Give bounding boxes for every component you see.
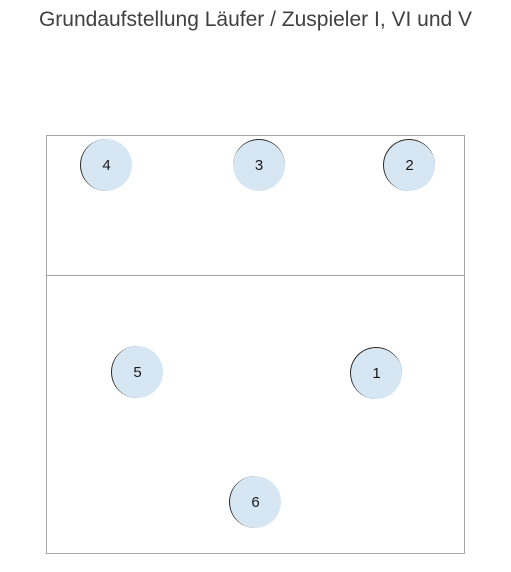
player-position-6: 6 (229, 476, 281, 528)
player-number: 5 (133, 363, 142, 381)
player-position-1: 1 (350, 347, 402, 399)
diagram-title: Grundaufstellung Läufer / Zuspieler I, V… (38, 8, 473, 31)
player-number: 6 (251, 493, 260, 511)
player-number: 3 (254, 157, 264, 174)
player-number: 2 (405, 157, 414, 174)
player-number: 1 (372, 365, 381, 382)
court (46, 135, 465, 554)
player-position-3: 3 (233, 139, 285, 191)
attack-line (46, 275, 465, 276)
player-position-5: 5 (111, 346, 163, 398)
player-position-4: 4 (80, 139, 132, 191)
player-position-2: 2 (383, 139, 435, 191)
player-number: 4 (102, 156, 111, 174)
